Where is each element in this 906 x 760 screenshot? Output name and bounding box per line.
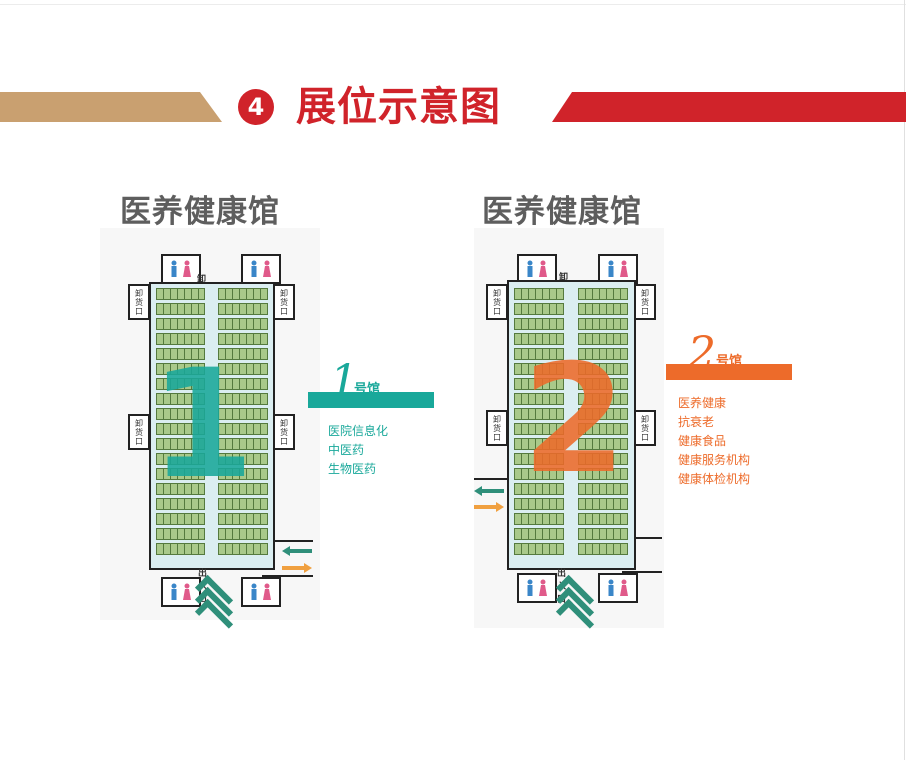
header-band-left bbox=[0, 92, 222, 122]
list-item: 健康体检机构 bbox=[678, 472, 751, 486]
list-item: 中医药 bbox=[328, 443, 365, 457]
restroom-top-right bbox=[241, 254, 281, 284]
list-item: 健康食品 bbox=[678, 434, 727, 448]
restroom-bottom-left bbox=[517, 573, 557, 603]
corridor-wall bbox=[275, 540, 313, 542]
corridor-wall bbox=[474, 478, 508, 480]
hall-1-title: 医养健康馆 bbox=[120, 194, 280, 230]
hall-2-legend-number: 2 bbox=[688, 328, 716, 379]
restroom-icon bbox=[608, 579, 628, 596]
hall-1-big-number: 1 bbox=[150, 338, 255, 512]
hall-1-booth-column-right bbox=[218, 288, 268, 555]
arrow-right-icon bbox=[282, 563, 312, 573]
hall-2-legend-bar bbox=[666, 364, 792, 380]
list-item: 医院信息化 bbox=[328, 424, 389, 438]
hall-2-dock-right-bottom: 卸货口 bbox=[634, 410, 656, 446]
hall-2-title: 医养健康馆 bbox=[482, 194, 642, 230]
hall-1-dock-right-top: 卸货口 bbox=[273, 284, 295, 320]
hall-2-big-number: 2 bbox=[522, 333, 627, 507]
header-band-right bbox=[552, 92, 906, 122]
restroom-bottom-right bbox=[241, 577, 281, 607]
restroom-top-right bbox=[598, 254, 638, 284]
restroom-icon bbox=[251, 583, 271, 600]
hall-2-entrance-label: 出入口 bbox=[557, 569, 567, 605]
restroom-bottom-right bbox=[598, 573, 638, 603]
right-border bbox=[904, 0, 905, 760]
restroom-icon bbox=[171, 260, 191, 277]
restroom-icon bbox=[251, 260, 271, 277]
list-item: 抗衰老 bbox=[678, 415, 715, 429]
hall-1-dock-left-top: 卸货口 bbox=[128, 284, 150, 320]
list-item: 医养健康 bbox=[678, 396, 727, 410]
arrow-left-icon bbox=[474, 486, 504, 496]
hall-1-dock-right-bottom: 卸货口 bbox=[273, 414, 295, 450]
top-border bbox=[0, 4, 906, 5]
hall-1-legend-bar bbox=[308, 392, 434, 408]
corridor-wall bbox=[622, 571, 662, 573]
hall-1-category-list: 医院信息化 中医药 生物医药 bbox=[328, 422, 388, 479]
hall-1-dock-left-bottom: 卸货口 bbox=[128, 414, 150, 450]
arrow-right-icon bbox=[474, 502, 504, 512]
section-title: 展位示意图 bbox=[296, 84, 501, 130]
restroom-icon bbox=[171, 583, 191, 600]
hall-2-category-list: 医养健康 抗衰老 健康食品 健康服务机构 健康体检机构 bbox=[678, 394, 750, 489]
hall-1-legend-label: 号馆 bbox=[354, 382, 381, 397]
hall-2-legend-label: 号馆 bbox=[716, 354, 743, 369]
corridor-wall bbox=[636, 537, 662, 539]
arrow-left-icon bbox=[282, 546, 312, 556]
hall-1-legend-number: 1 bbox=[330, 356, 358, 407]
corridor-wall bbox=[262, 575, 313, 577]
hall-1-entrance-label: 出入口 bbox=[198, 569, 208, 605]
hall-2-dock-left-top: 卸货口 bbox=[486, 284, 508, 320]
restroom-icon bbox=[527, 579, 547, 596]
section-number-badge: 4 bbox=[238, 89, 274, 125]
restroom-bottom-left bbox=[161, 577, 201, 607]
list-item: 健康服务机构 bbox=[678, 453, 751, 467]
restroom-top-left bbox=[161, 254, 201, 284]
hall-1-booth-column-left bbox=[156, 288, 205, 555]
restroom-icon bbox=[608, 260, 628, 277]
list-item: 生物医药 bbox=[328, 462, 377, 476]
hall-2-booth-column-left bbox=[514, 288, 564, 555]
hall-2-booth-column-right bbox=[578, 288, 628, 555]
hall-2-dock-right-top: 卸货口 bbox=[634, 284, 656, 320]
restroom-icon bbox=[527, 260, 547, 277]
hall-2-dock-left-bottom: 卸货口 bbox=[486, 410, 508, 446]
